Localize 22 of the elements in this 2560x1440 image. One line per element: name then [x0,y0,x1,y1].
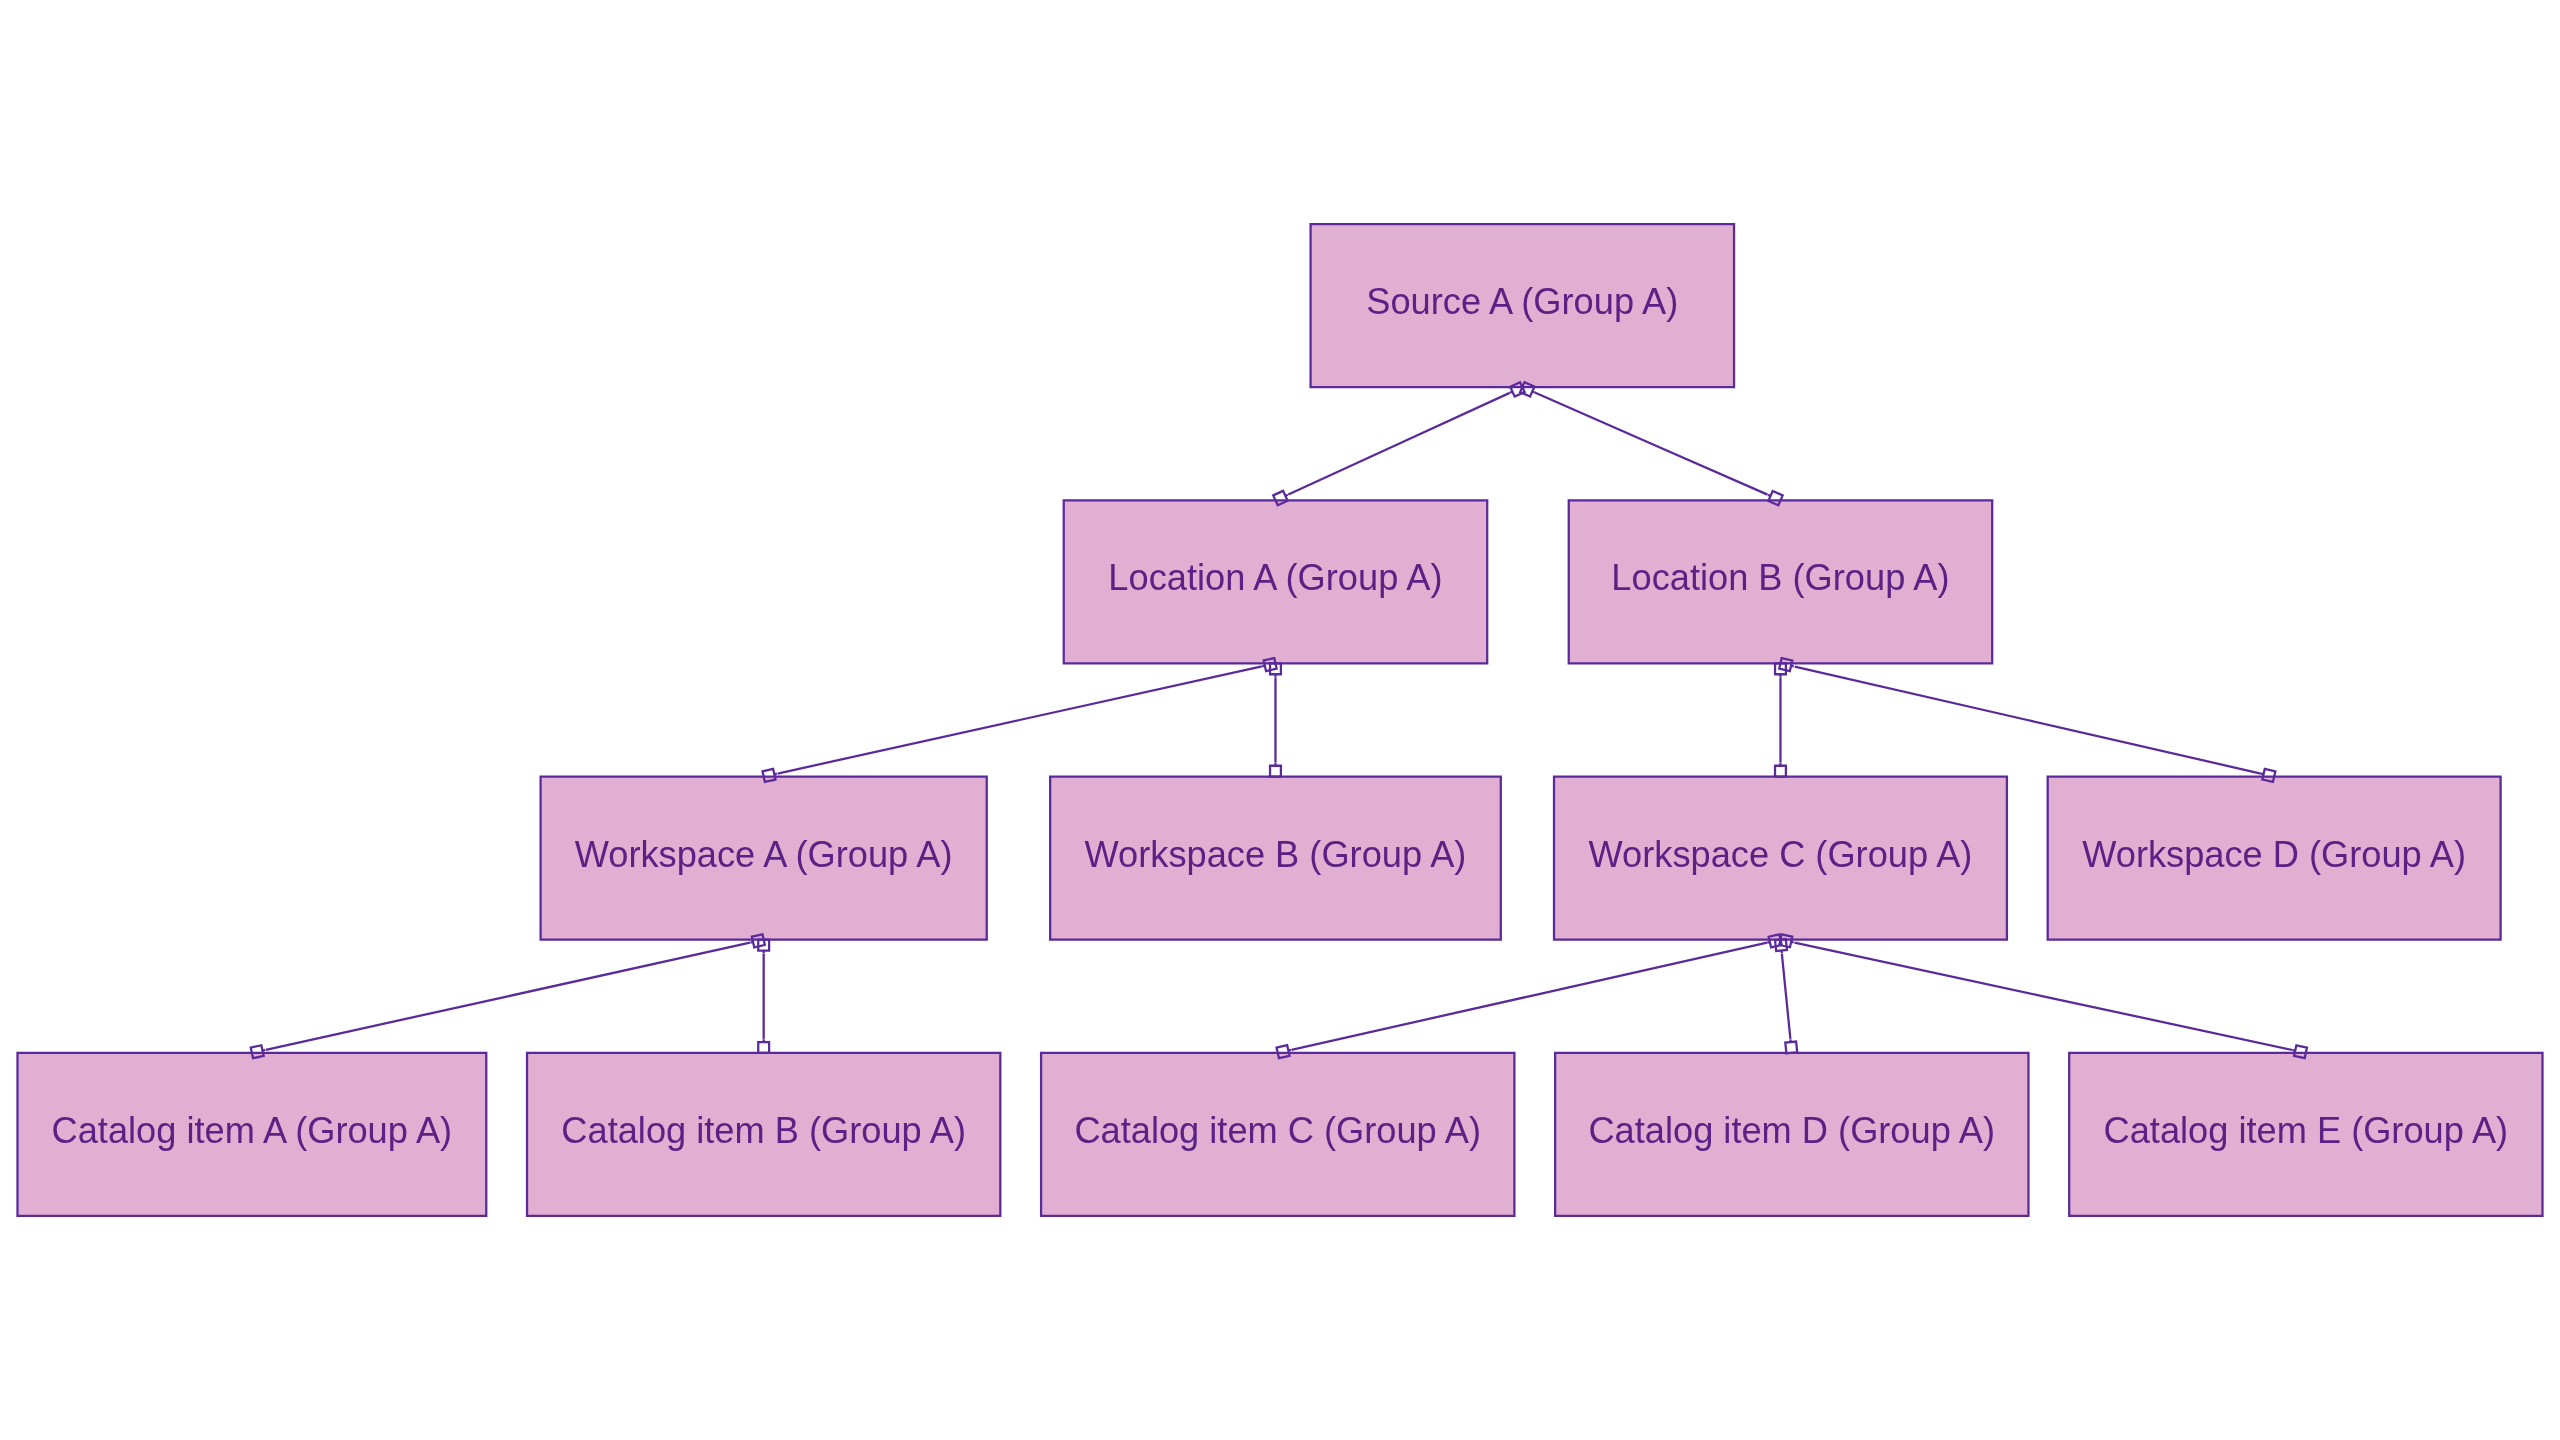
node-box: Catalog item A (Group A) [16,1051,488,1218]
connector [1275,933,1784,1060]
connector [1271,380,1527,507]
connector [1268,662,1283,778]
connector [1777,933,2309,1060]
node-box: Workspace A (Group A) [539,775,988,941]
node-box: Location B (Group A) [1567,499,1994,665]
connector [1773,662,1788,778]
node-box: Workspace B (Group A) [1049,775,1502,941]
node-box: Workspace D (Group A) [2046,775,2502,941]
connector [1773,937,1799,1055]
node-box: Catalog item D (Group A) [1554,1051,2030,1218]
node-box: Location A (Group A) [1062,499,1489,665]
connector [1518,380,1785,507]
connector [1777,656,2277,784]
connector [761,656,1278,784]
connector [757,938,771,1055]
node-box: Catalog item B (Group A) [525,1051,1002,1218]
node-box: Workspace C (Group A) [1552,775,2009,941]
node-box: Catalog item C (Group A) [1039,1051,1516,1218]
node-box: Source A (Group A) [1309,222,1736,389]
node-box: Catalog item E (Group A) [2068,1051,2544,1218]
